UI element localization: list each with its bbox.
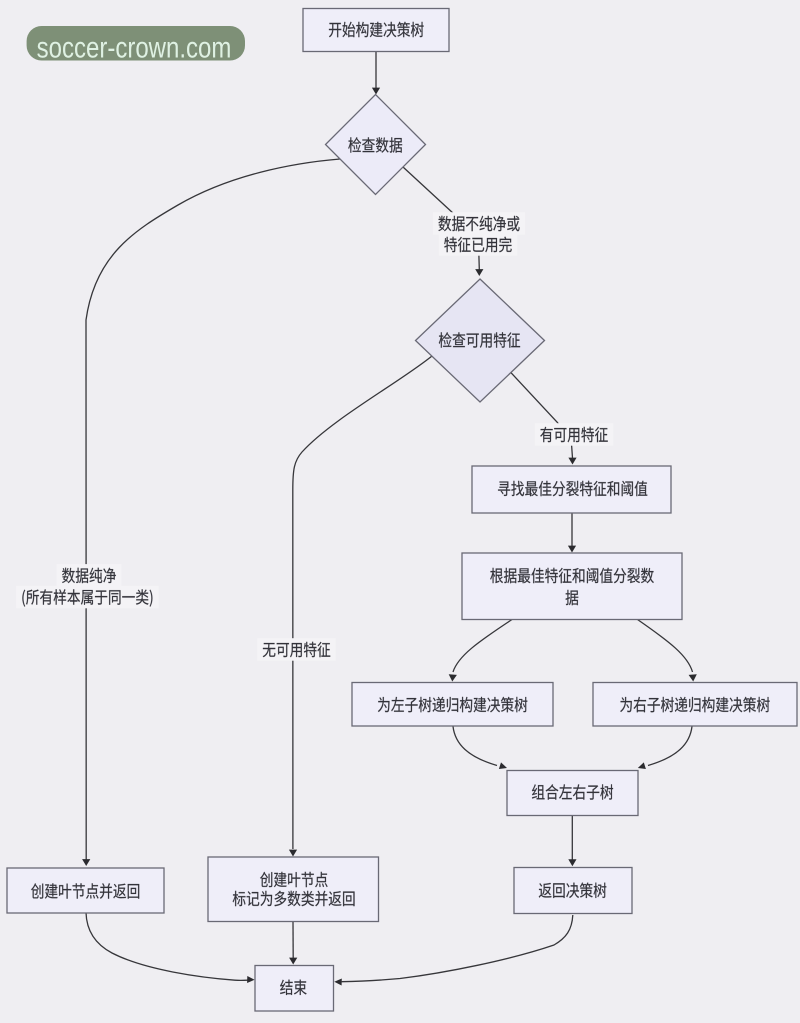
svg-text:soccer-crown.com: soccer-crown.com [37, 30, 232, 64]
